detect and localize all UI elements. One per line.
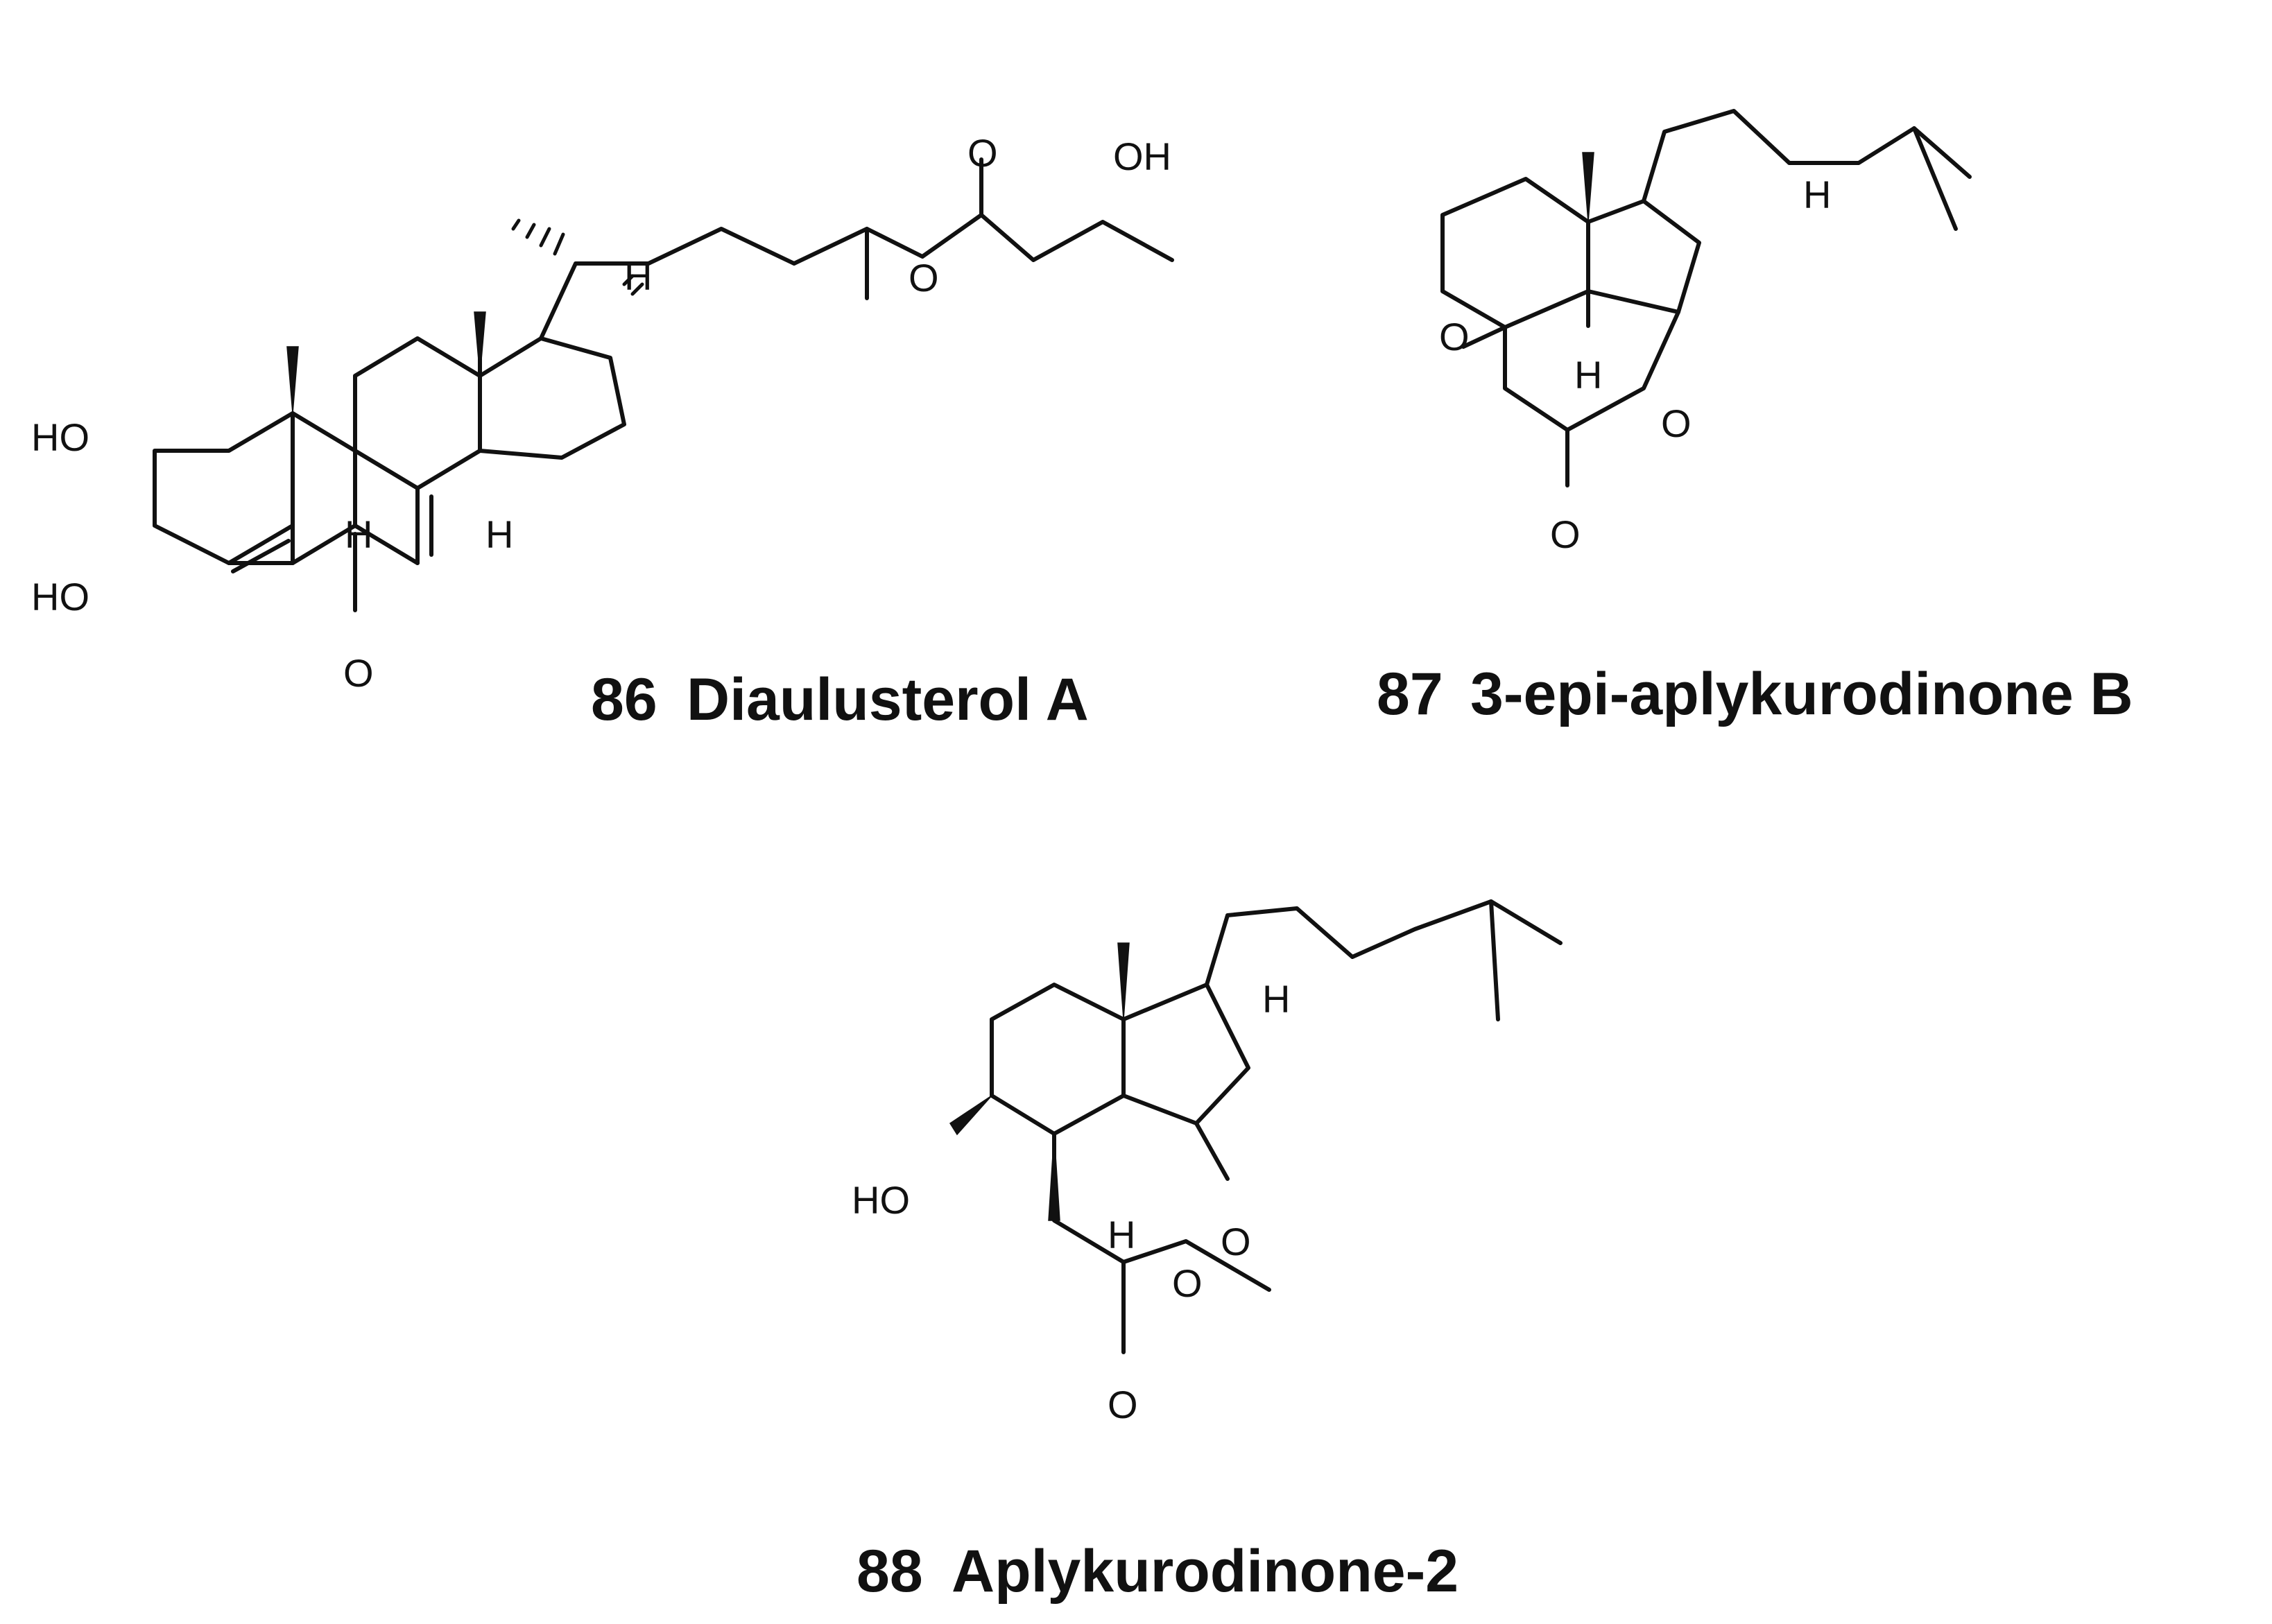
structure-87: O O O H H 87 3-epi-aplykurodinone B bbox=[1377, 109, 2133, 727]
atom-label-o: O bbox=[1172, 1261, 1203, 1305]
atom-label-o: O bbox=[1661, 401, 1692, 445]
atom-label-ho: HO bbox=[31, 575, 89, 619]
structure-86: HO HO O H H H O O OH 86 Diaulusterol A bbox=[31, 131, 1174, 733]
wedge-bond bbox=[474, 311, 486, 377]
caption-86-name: Diaulusterol A bbox=[687, 666, 1089, 733]
caption-86-number: 86 bbox=[591, 666, 657, 733]
wedge-bond bbox=[1048, 1133, 1060, 1221]
atom-label-h: H bbox=[1108, 1213, 1135, 1256]
atom-label-o: O bbox=[1221, 1220, 1251, 1263]
atom-label-ho: HO bbox=[852, 1178, 910, 1222]
atom-label-o: O bbox=[1550, 512, 1581, 556]
structure-88: HO H O O O H 88 Aplykurodinone-2 bbox=[852, 899, 1563, 1605]
atom-label-h: H bbox=[1803, 173, 1831, 216]
atom-label-o: O bbox=[1439, 315, 1470, 359]
atom-label-h: H bbox=[1262, 977, 1290, 1021]
caption-87-number: 87 bbox=[1377, 661, 1443, 727]
wedge-bond bbox=[286, 346, 299, 414]
atom-label-o: O bbox=[967, 131, 998, 175]
atom-label-o: O bbox=[909, 256, 939, 300]
caption-88-name: Aplykurodinone-2 bbox=[952, 1538, 1458, 1605]
atom-label-o: O bbox=[1108, 1383, 1138, 1426]
atom-label-ho: HO bbox=[31, 415, 89, 459]
atom-label-h: H bbox=[624, 254, 652, 298]
atom-label-o: O bbox=[343, 651, 374, 695]
wedge-bond bbox=[1117, 942, 1130, 1020]
caption-88-number: 88 bbox=[857, 1538, 923, 1605]
wedge-bond bbox=[949, 1095, 992, 1136]
atom-label-oh: OH bbox=[1113, 135, 1171, 178]
hash-bond bbox=[511, 218, 644, 296]
atom-label-h: H bbox=[485, 512, 513, 556]
wedge-bond bbox=[1582, 152, 1594, 223]
atom-label-h: H bbox=[1574, 353, 1602, 397]
atom-label-h: H bbox=[345, 512, 372, 556]
caption-87-name: 3-epi-aplykurodinone B bbox=[1470, 661, 2133, 727]
